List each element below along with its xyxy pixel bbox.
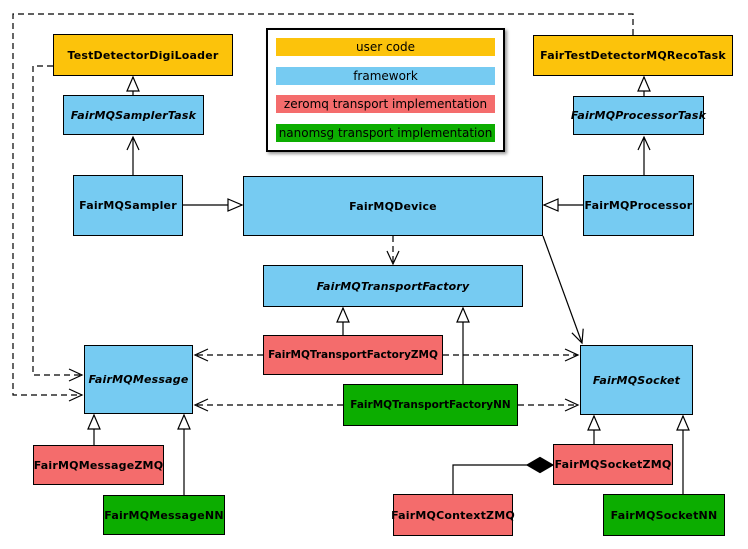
node-fairmqsamplertask: FairMQSamplerTask xyxy=(63,95,204,135)
edge-device-uses-socket xyxy=(542,235,584,345)
node-fairmqmessagezmq: FairMQMessageZMQ xyxy=(33,445,164,485)
node-fairmqcontextzmq: FairMQContextZMQ xyxy=(391,494,515,536)
node-fairmqsocket: FairMQSocket xyxy=(580,345,693,415)
node-fairmqprocessortask: FairMQProcessorTask xyxy=(571,96,706,135)
composition-diamond-icon xyxy=(525,456,555,474)
node-fairmqsocketnn: FairMQSocketNN xyxy=(603,494,725,536)
legend-item-nanomsg: nanomsg transport implementation xyxy=(276,123,495,142)
node-fairmqmessagenn: FairMQMessageNN xyxy=(103,495,225,535)
node-fairmqsocketzmq: FairMQSocketZMQ xyxy=(553,444,673,485)
node-fairmqtransportfactorynn: FairMQTransportFactoryNN xyxy=(343,384,518,426)
node-fairmqsampler: FairMQSampler xyxy=(73,175,183,236)
node-fairmqtransportfactory: FairMQTransportFactory xyxy=(263,265,523,307)
node-fairmqprocessor: FairMQProcessor xyxy=(583,175,694,236)
legend-item-zeromq: zeromq transport implementation xyxy=(276,95,495,114)
node-fairtestdetectormqrecotask: FairTestDetectorMQRecoTask xyxy=(533,35,733,76)
node-fairmqtransportfactoryzmq: FairMQTransportFactoryZMQ xyxy=(263,335,443,375)
node-fairmqdevice: FairMQDevice xyxy=(243,176,543,236)
edge-contextzmq-composed-in-socketzmq xyxy=(452,464,528,494)
node-testdetectordigiloader: TestDetectorDigiLoader xyxy=(53,34,233,76)
legend: user code framework zeromq transport imp… xyxy=(266,28,505,152)
legend-item-user-code: user code xyxy=(276,38,495,56)
node-fairmqmessage: FairMQMessage xyxy=(84,345,193,414)
legend-item-framework: framework xyxy=(276,66,495,85)
